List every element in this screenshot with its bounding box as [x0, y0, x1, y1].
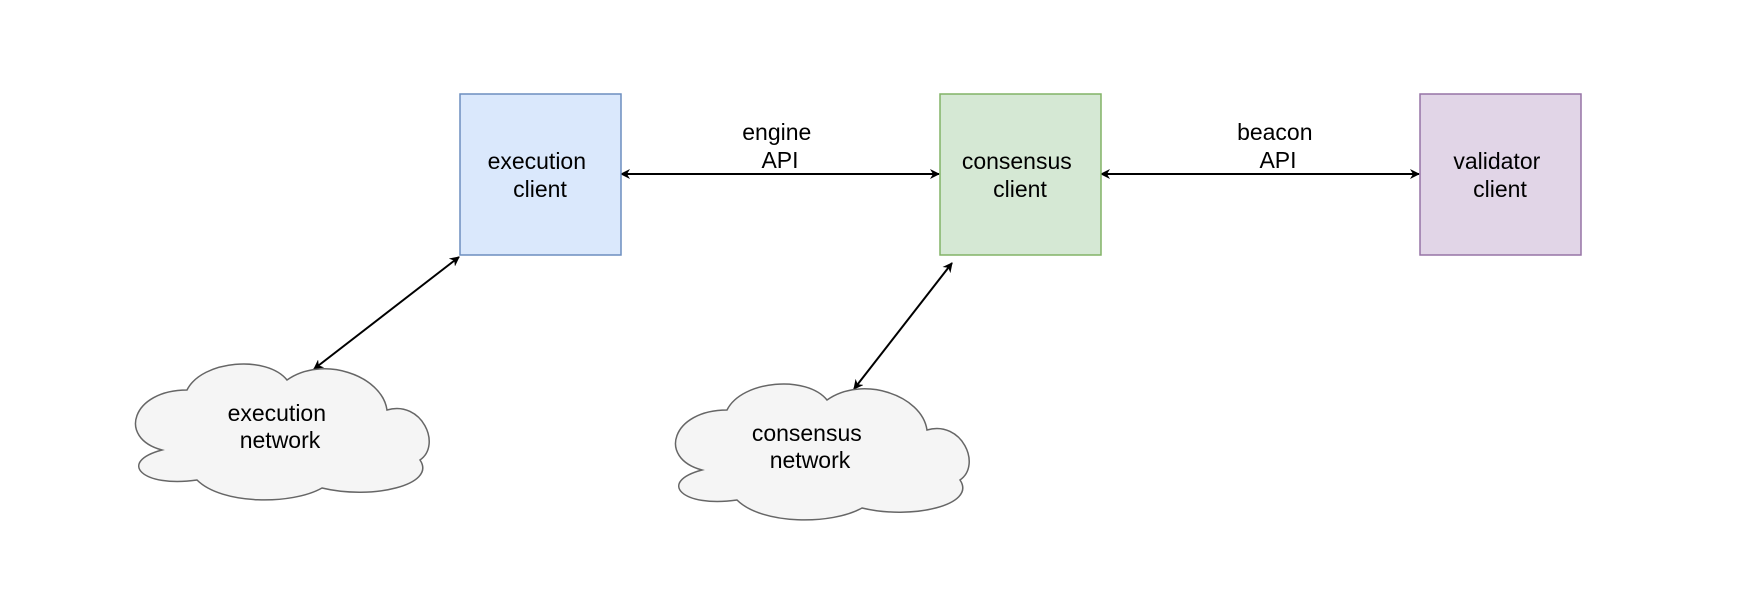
beacon-api-label: beacon API [1237, 119, 1319, 173]
engine-api-label: engine API [742, 119, 817, 173]
edge-consensus-network [853, 262, 953, 390]
node-consensus-network: consensus network [674, 383, 970, 521]
execution-client-label: execution client [488, 148, 593, 202]
consensus-client-label-line1: consensus [962, 148, 1072, 174]
consensus-client-label-line2: client [993, 176, 1047, 202]
execution-network-label: execution network [228, 400, 333, 453]
execution-client-box [459, 93, 622, 256]
execution-network-arrow [313, 256, 460, 370]
execution-network-cloud [134, 363, 430, 501]
validator-client-label-line2: client [1473, 176, 1527, 202]
node-execution-client: execution client [459, 93, 622, 256]
node-validator-client: validator client [1419, 93, 1582, 256]
consensus-network-label-line2: network [770, 447, 851, 473]
edge-execution-network [313, 256, 460, 370]
engine-api-label-line1: engine [742, 119, 811, 145]
node-execution-network: execution network [134, 363, 430, 501]
consensus-network-label: consensus network [752, 420, 868, 473]
consensus-network-label-line1: consensus [752, 420, 862, 446]
consensus-network-arrow [853, 262, 953, 390]
engine-api-label-line2: API [761, 147, 798, 173]
validator-client-label-line1: validator [1453, 148, 1540, 174]
consensus-network-cloud [674, 383, 970, 521]
beacon-api-label-line1: beacon [1237, 119, 1312, 145]
consensus-client-box [939, 93, 1102, 256]
execution-network-label-line1: execution [228, 400, 326, 426]
validator-client-label: validator client [1453, 148, 1546, 202]
validator-client-box [1419, 93, 1582, 256]
consensus-client-label: consensus client [962, 148, 1078, 202]
execution-client-label-line2: client [513, 176, 567, 202]
execution-network-label-line2: network [240, 427, 321, 453]
edge-engine-api: engine API [620, 119, 940, 179]
node-consensus-client: consensus client [939, 93, 1102, 256]
execution-client-label-line1: execution [488, 148, 586, 174]
beacon-api-label-line2: API [1259, 147, 1296, 173]
edge-beacon-api: beacon API [1100, 119, 1420, 179]
